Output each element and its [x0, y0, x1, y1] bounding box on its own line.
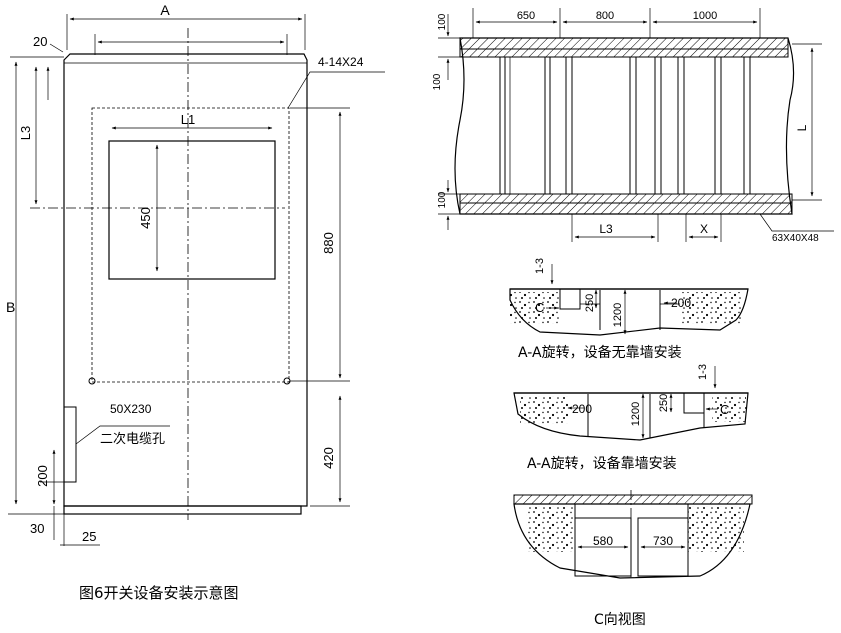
- front-view: A 20 4-14X24 L1 450 L3 B 880 420: [6, 2, 385, 602]
- label-30: 30: [30, 521, 44, 536]
- label-holes: 4-14X24: [318, 55, 364, 69]
- mounting-hole: [88, 377, 96, 385]
- label-A: A: [160, 2, 170, 18]
- caption-c-view: C向视图: [594, 612, 646, 628]
- top-channel-2: [459, 48, 789, 58]
- bottom-channel: [459, 193, 793, 204]
- label-X: X: [700, 222, 708, 236]
- section-wall: 1-3 200 1200 250 C A-A旋转，设备靠墙安装: [513, 364, 749, 472]
- caption-fig6: 图6开关设备安装示意图: [79, 584, 239, 602]
- top-slab: [513, 494, 753, 505]
- caption-no-wall: A-A旋转，设备无靠墙安装: [518, 344, 682, 361]
- label-L3: L3: [18, 126, 33, 140]
- label-1000: 1000: [693, 10, 717, 22]
- leader-holes: [287, 71, 385, 109]
- plan-outline: [454, 37, 795, 215]
- label-100-bottom: 100: [437, 191, 448, 208]
- label-200: 200: [572, 402, 592, 416]
- label-20: 20: [33, 34, 47, 49]
- channel-pocket: [559, 288, 581, 310]
- label-880: 880: [321, 232, 336, 254]
- label-channel: 63X40X48: [772, 233, 819, 244]
- section-c-view: 580 730 C向视图: [513, 490, 753, 628]
- label-450: 450: [138, 207, 153, 229]
- label-250: 250: [658, 394, 670, 412]
- label-580: 580: [593, 534, 613, 548]
- vertical-rails: [499, 57, 751, 194]
- leader-channel: [759, 213, 834, 232]
- caption-wall: A-A旋转，设备靠墙安装: [527, 455, 677, 472]
- label-1200: 1200: [630, 402, 642, 426]
- label-C: C: [720, 402, 729, 417]
- section-no-wall: 1-3 C 250 1200 200 A-A旋转，设备无靠墙安装: [509, 258, 749, 361]
- label-cable-hole: 二次电缆孔: [100, 431, 165, 447]
- label-100-top: 100: [437, 13, 448, 30]
- label-800: 800: [596, 10, 614, 22]
- top-channel: [459, 37, 789, 50]
- cable-hole: [63, 406, 77, 483]
- label-200: 200: [671, 296, 691, 310]
- label-L3-plan: L3: [599, 222, 613, 236]
- label-L1: L1: [181, 112, 195, 127]
- label-1-3: 1-3: [534, 258, 546, 274]
- label-1-3: 1-3: [697, 364, 709, 380]
- label-25: 25: [82, 529, 96, 544]
- concrete-texture: [680, 292, 742, 324]
- label-730: 730: [653, 534, 673, 548]
- label-200: 200: [35, 465, 50, 487]
- label-50x230: 50X230: [110, 402, 152, 416]
- channel-pocket: [683, 392, 705, 414]
- trench-right: [637, 517, 689, 577]
- bottom-channel-2: [459, 202, 793, 215]
- inner-panel: [108, 140, 276, 280]
- label-L: L: [795, 124, 809, 131]
- label-420: 420: [321, 447, 336, 469]
- leader-20: [49, 43, 64, 53]
- label-650: 650: [517, 10, 535, 22]
- label-1200: 1200: [612, 303, 624, 327]
- label-100-mid: 100: [432, 73, 443, 90]
- concrete-texture: [688, 506, 744, 552]
- concrete-texture: [520, 396, 568, 424]
- door-dashed-frame: [91, 107, 290, 383]
- label-B: B: [6, 299, 15, 315]
- label-C: C: [535, 300, 544, 315]
- cabinet-base: [63, 505, 302, 515]
- leader-cable-hole: [75, 425, 170, 445]
- concrete-texture: [526, 506, 574, 552]
- label-250: 250: [584, 294, 596, 312]
- plan-view: 650 800 1000 100 100 100 L L3 X 63X40X48: [432, 8, 834, 244]
